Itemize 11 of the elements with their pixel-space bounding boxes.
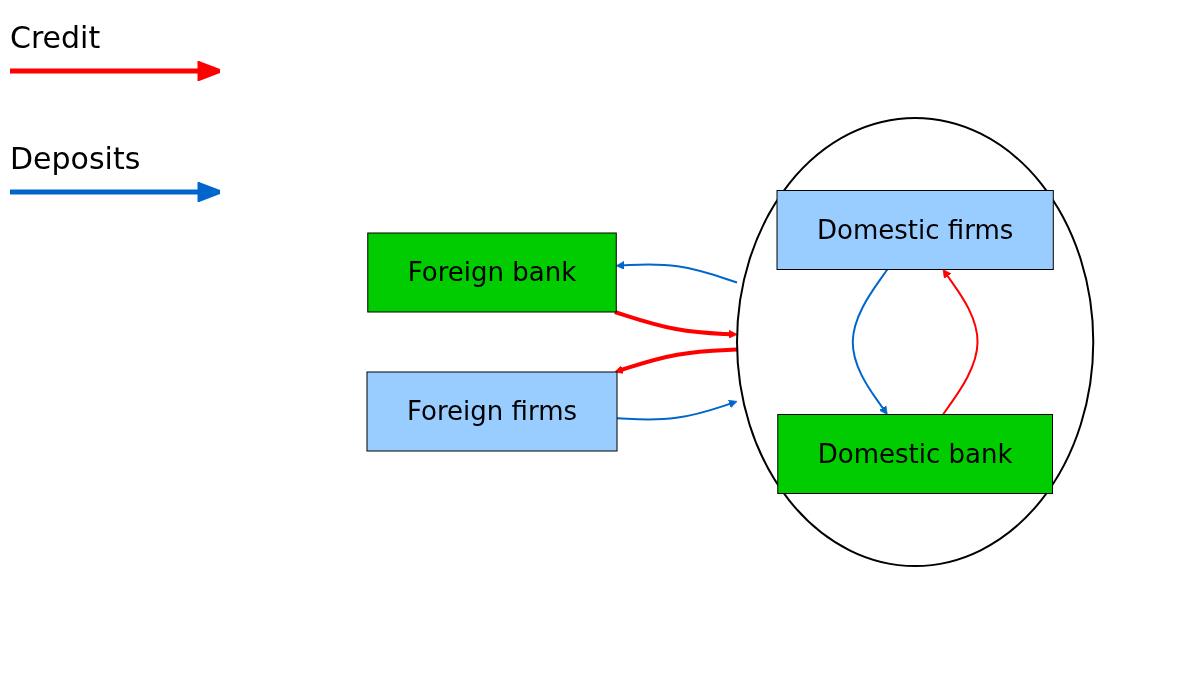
arrow bbox=[942, 268, 979, 415]
legend-text: Credit bbox=[10, 20, 101, 55]
node-box: Domestic bank bbox=[777, 413, 1054, 494]
node-box: Foreign bank bbox=[367, 232, 618, 312]
arrow bbox=[614, 347, 738, 374]
arrow bbox=[616, 399, 738, 420]
legend-text: Deposits bbox=[10, 141, 141, 176]
node-box: Foreign firms bbox=[366, 371, 618, 451]
arrow bbox=[614, 309, 738, 339]
arrow bbox=[852, 268, 889, 415]
node-box: Domestic firms bbox=[776, 189, 1055, 270]
